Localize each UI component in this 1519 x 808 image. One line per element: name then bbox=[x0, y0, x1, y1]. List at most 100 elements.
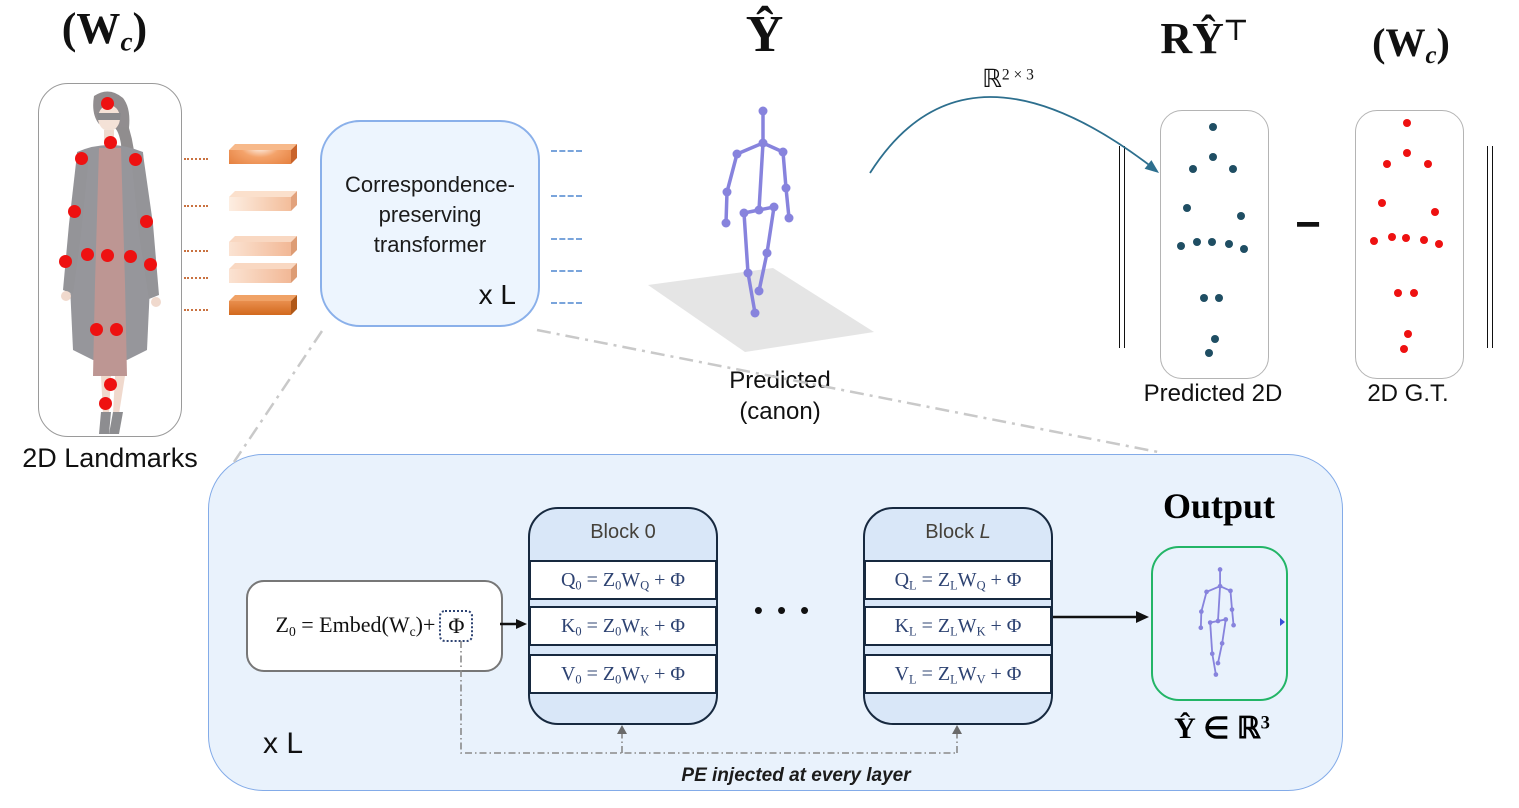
output-token-tick bbox=[551, 302, 582, 304]
keypoint-dot bbox=[1393, 288, 1402, 297]
transformer-detail-box: Z0 = Embed(Wc)+ Φ Block 0 Q0 = Z0WQ + Φ … bbox=[208, 454, 1343, 791]
keypoint-dot bbox=[1200, 293, 1208, 302]
keypoint-dot bbox=[1240, 245, 1249, 254]
keypoint-dot bbox=[101, 248, 115, 262]
keypoint-dot bbox=[103, 136, 117, 150]
keypoint-dot bbox=[1399, 344, 1408, 353]
canonical-caption-line2: (canon) bbox=[739, 398, 821, 425]
input-token-tick bbox=[184, 277, 208, 279]
keypoint-dot bbox=[1409, 288, 1418, 297]
block-0-value-row: V0 = Z0WV + Φ bbox=[529, 654, 717, 694]
transformer-repeat-label: x L bbox=[478, 279, 516, 310]
keypoint-dot bbox=[1377, 199, 1386, 208]
input-token-tick bbox=[184, 158, 208, 160]
output-token-tick bbox=[551, 150, 582, 152]
keypoint-dot bbox=[81, 247, 95, 261]
keypoint-dot bbox=[1192, 238, 1201, 247]
predicted-2d-panel bbox=[1160, 110, 1269, 379]
landmarks-caption: 2D Landmarks bbox=[22, 443, 198, 473]
keypoint-dot bbox=[109, 322, 123, 336]
ground-plane bbox=[648, 268, 874, 352]
keypoint-dot bbox=[1401, 233, 1410, 242]
keypoint-dot bbox=[1237, 211, 1246, 220]
embedding-token-bar bbox=[229, 150, 291, 164]
block-L-title: Block L bbox=[925, 521, 991, 543]
keypoint-dot bbox=[104, 377, 118, 391]
embedding-token-bar bbox=[229, 197, 291, 211]
gt-2d-caption: 2D G.T. bbox=[1367, 380, 1449, 407]
keypoint-dot bbox=[1205, 348, 1214, 357]
keypoint-dot bbox=[59, 254, 73, 268]
block-0-key-row: K0 = Z0WK + Φ bbox=[529, 606, 717, 646]
embedding-formula-box: Z0 = Embed(Wc)+ Φ bbox=[246, 580, 503, 672]
keypoint-dot bbox=[1423, 160, 1432, 169]
embedding-token-bar bbox=[229, 301, 291, 315]
keypoint-dot bbox=[123, 250, 137, 264]
keypoint-dot bbox=[1188, 164, 1197, 173]
keypoint-dot bbox=[1382, 160, 1391, 169]
norm-double-bar-left bbox=[1119, 146, 1125, 348]
keypoint-dot bbox=[1183, 203, 1191, 212]
input-token-tick bbox=[184, 205, 208, 207]
keypoint-dot bbox=[1370, 237, 1379, 246]
keypoint-dot bbox=[1434, 240, 1443, 249]
output-skeleton-box bbox=[1151, 546, 1288, 701]
canonical-caption-line1: Predicted bbox=[729, 367, 831, 394]
positional-encoding-phi-box: Φ bbox=[439, 610, 474, 642]
pe-injection-note: PE injected at every layer bbox=[681, 765, 911, 786]
keypoint-dot bbox=[1225, 239, 1234, 248]
keypoint-dot bbox=[1209, 123, 1217, 132]
keypoint-dot bbox=[1419, 235, 1428, 244]
keypoint-dot bbox=[1402, 119, 1411, 128]
keypoint-dot bbox=[1214, 293, 1223, 302]
input-matrix-label: (Wc) bbox=[61, 4, 148, 57]
transformer-block-L: Block L QL = ZLWQ + Φ KL = ZLWK + Φ VL =… bbox=[863, 507, 1053, 725]
norm-double-bar-right bbox=[1487, 146, 1493, 348]
keypoint-dot bbox=[1211, 335, 1220, 344]
keypoint-dot bbox=[128, 152, 142, 166]
zoom-funnel-lines bbox=[232, 328, 1159, 463]
block-0-query-row: Q0 = Z0WQ + Φ bbox=[529, 560, 717, 600]
predicted-2d-caption: Predicted 2D bbox=[1143, 380, 1283, 407]
keypoint-dot bbox=[75, 152, 89, 166]
keypoint-dot bbox=[143, 257, 157, 271]
transformer-block-0: Block 0 Q0 = Z0WQ + Φ K0 = Z0WK + Φ V0 =… bbox=[528, 507, 718, 725]
blocks-ellipsis: ••• bbox=[753, 595, 824, 625]
rotated-prediction-label: RŶ⊤ bbox=[1160, 14, 1248, 63]
input-token-tick bbox=[184, 250, 208, 252]
output-title: Output bbox=[1162, 486, 1276, 526]
block-L-query-row: QL = ZLWQ + Φ bbox=[864, 560, 1052, 600]
keypoint-dot bbox=[1209, 152, 1217, 161]
embedding-token-bar bbox=[229, 242, 291, 256]
projection-arrow-curve bbox=[869, 96, 1158, 174]
output-token-tick bbox=[551, 270, 582, 272]
landmark-image-card bbox=[38, 83, 182, 437]
keypoint-dot bbox=[67, 204, 81, 218]
output-token-tick bbox=[551, 238, 582, 240]
output-formula: Ŷ ∈ ℝ3 bbox=[1174, 712, 1270, 745]
transformer-box: Correspondence- preserving transformer x… bbox=[320, 120, 540, 327]
keypoint-dot bbox=[139, 215, 153, 229]
embedding-formula: Z0 = Embed(Wc)+ bbox=[275, 612, 436, 639]
keypoint-dot bbox=[1387, 232, 1396, 241]
input-token-tick bbox=[184, 309, 208, 311]
gt-2d-panel bbox=[1355, 110, 1464, 379]
detail-repeat-label: x L bbox=[263, 727, 304, 760]
embedding-token-bar bbox=[229, 269, 291, 283]
block-L-key-row: KL = ZLWK + Φ bbox=[864, 606, 1052, 646]
canonical-symbol: Ŷ bbox=[745, 6, 784, 63]
keypoint-dot bbox=[1229, 164, 1237, 173]
keypoint-dot bbox=[98, 397, 112, 411]
keypoint-dot bbox=[1208, 238, 1217, 247]
transformer-label: Correspondence- preserving transformer bbox=[345, 172, 515, 257]
keypoint-dot bbox=[1402, 149, 1411, 158]
block-0-title: Block 0 bbox=[590, 521, 656, 543]
projection-arrowhead bbox=[1144, 160, 1159, 173]
gt-matrix-label: (Wc) bbox=[1372, 20, 1450, 69]
projection-space-label: ℝ2 × 3 bbox=[982, 66, 1034, 93]
keypoint-dot bbox=[101, 97, 115, 111]
predicted-3d-skeleton bbox=[721, 106, 794, 318]
keypoint-dot bbox=[89, 322, 103, 336]
keypoint-dot bbox=[1430, 207, 1439, 216]
